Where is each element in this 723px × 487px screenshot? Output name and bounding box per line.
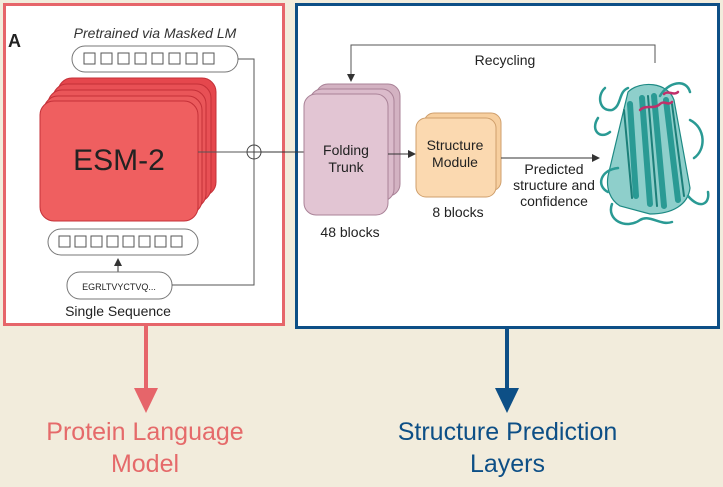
folding-trunk-line1: Folding	[323, 142, 369, 158]
esm2-label: ESM-2	[73, 144, 165, 177]
right-down-arrow	[495, 329, 519, 413]
esm2-stack	[39, 77, 217, 222]
predicted-line1: Predicted	[524, 161, 583, 177]
recycling-label: Recycling	[475, 52, 536, 68]
folding-blocks-label: 48 blocks	[320, 224, 379, 240]
single-sequence-label: Single Sequence	[65, 303, 171, 319]
right-caption-line1: Structure Prediction	[397, 418, 618, 446]
structure-module-line2: Module	[432, 154, 478, 170]
structure-module-line1: Structure	[427, 137, 484, 153]
structure-prediction-caption: Structure Prediction Layers	[365, 416, 650, 480]
left-down-arrow	[134, 326, 158, 413]
protein-language-model-caption: Protein Language Model	[20, 416, 270, 480]
sequence-text: EGRLTVYCTVQ...	[82, 282, 156, 292]
left-caption-line2: Model	[110, 450, 180, 478]
folding-trunk-line2: Trunk	[328, 159, 364, 175]
predicted-line2: structure and	[513, 177, 595, 193]
pretrained-label: Pretrained via Masked LM	[74, 25, 237, 41]
structure-module-stack	[415, 112, 502, 198]
recycling-arrow	[347, 44, 656, 82]
protein-structure-image	[593, 82, 710, 226]
panel-letter: A	[8, 31, 21, 51]
output-token-row	[71, 45, 239, 73]
left-caption-line1: Protein Language	[46, 418, 244, 446]
right-caption-line2: Layers	[469, 450, 546, 478]
folding-trunk-stack	[303, 83, 401, 216]
predicted-line3: confidence	[520, 193, 588, 209]
input-token-row	[47, 228, 199, 256]
bypass-connector	[172, 58, 255, 286]
structure-blocks-label: 8 blocks	[432, 204, 483, 220]
